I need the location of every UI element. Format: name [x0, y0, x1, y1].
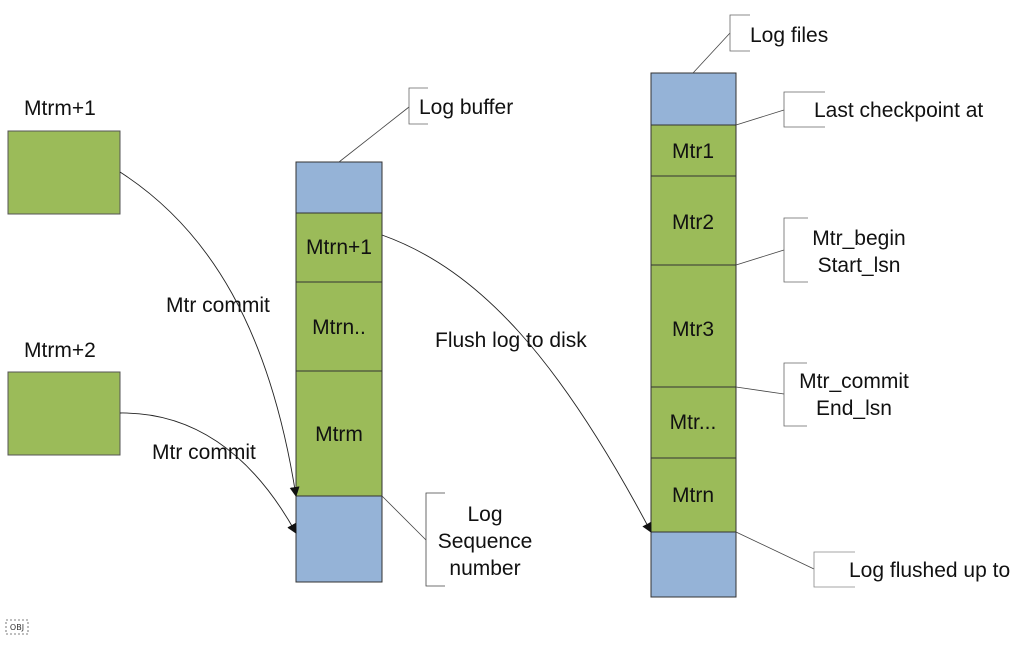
segment-label: Mtrm	[315, 423, 363, 446]
lsn-line-3: number	[449, 557, 520, 580]
log-files-callout: Log files	[692, 14, 828, 74]
checkpoint-callout: Last checkpoint at	[735, 91, 983, 128]
commit-label-2: Mtr commit	[152, 441, 256, 464]
flush-arrow	[381, 234, 652, 533]
mtr-begin-callout: Mtr_begin Start_lsn	[735, 217, 906, 283]
obj-placeholder: OBJ	[5, 619, 29, 635]
standalone-block-mtrm-plus-1: Mtrm+1	[7, 97, 121, 215]
log-buffer-title: Log buffer	[419, 96, 513, 119]
log-buffer-segment	[295, 281, 383, 372]
log-files-segment	[650, 124, 737, 177]
log-files-segment	[650, 264, 737, 388]
log-buffer-callout: Log buffer	[338, 87, 513, 163]
log-files-segment	[650, 457, 737, 533]
segment-label: Mtr1	[672, 140, 714, 163]
flushed-label: Log flushed up to	[849, 559, 1010, 582]
block-label: Mtrm+1	[24, 97, 96, 120]
log-buffer-segment	[295, 212, 383, 283]
block-label: Mtrm+2	[24, 339, 96, 362]
lsn-callout: Log Sequence number	[381, 492, 533, 587]
log-buffer-segment	[295, 370, 383, 497]
commit-label-1: Mtr commit	[166, 294, 270, 317]
checkpoint-label: Last checkpoint at	[814, 99, 983, 122]
lsn-line-1: Log	[467, 503, 502, 526]
mtr-commit-callout: Mtr_commit End_lsn	[735, 362, 909, 427]
log-files-segment	[650, 175, 737, 266]
log-files-title: Log files	[750, 24, 828, 47]
log-buffer-segment-free-top	[295, 161, 383, 214]
segment-label: Mtrn..	[312, 316, 366, 339]
standalone-block-mtrm-plus-2: Mtrm+2	[7, 339, 121, 456]
segment-label: Mtr...	[670, 411, 717, 434]
lsn-line-2: Sequence	[438, 530, 533, 553]
flushed-callout: Log flushed up to	[735, 531, 1010, 588]
mtr-commit-line-1: Mtr_commit	[799, 370, 909, 393]
log-buffer-column: Mtrn+1 Mtrn.. Mtrm	[295, 161, 383, 583]
commit-arrow-1	[119, 171, 300, 497]
segment-label: Mtr3	[672, 318, 714, 341]
mtr-begin-line-1: Mtr_begin	[812, 227, 905, 250]
log-files-column: Mtr1 Mtr2 Mtr3 Mtr... Mtrn	[650, 72, 737, 598]
segment-label: Mtrn	[672, 484, 714, 507]
segment-label: Mtrn+1	[306, 236, 372, 259]
log-buffer-segment-free-bottom	[295, 495, 383, 583]
obj-label: OBJ	[10, 623, 24, 632]
commit-arrow-2	[119, 412, 297, 534]
mtr-begin-line-2: Start_lsn	[818, 254, 901, 277]
mtr-commit-line-2: End_lsn	[816, 397, 892, 420]
segment-label: Mtr2	[672, 211, 714, 234]
log-files-segment-free-bottom	[650, 531, 737, 598]
log-files-segment-free-top	[650, 72, 737, 126]
flush-label: Flush log to disk	[435, 329, 587, 352]
